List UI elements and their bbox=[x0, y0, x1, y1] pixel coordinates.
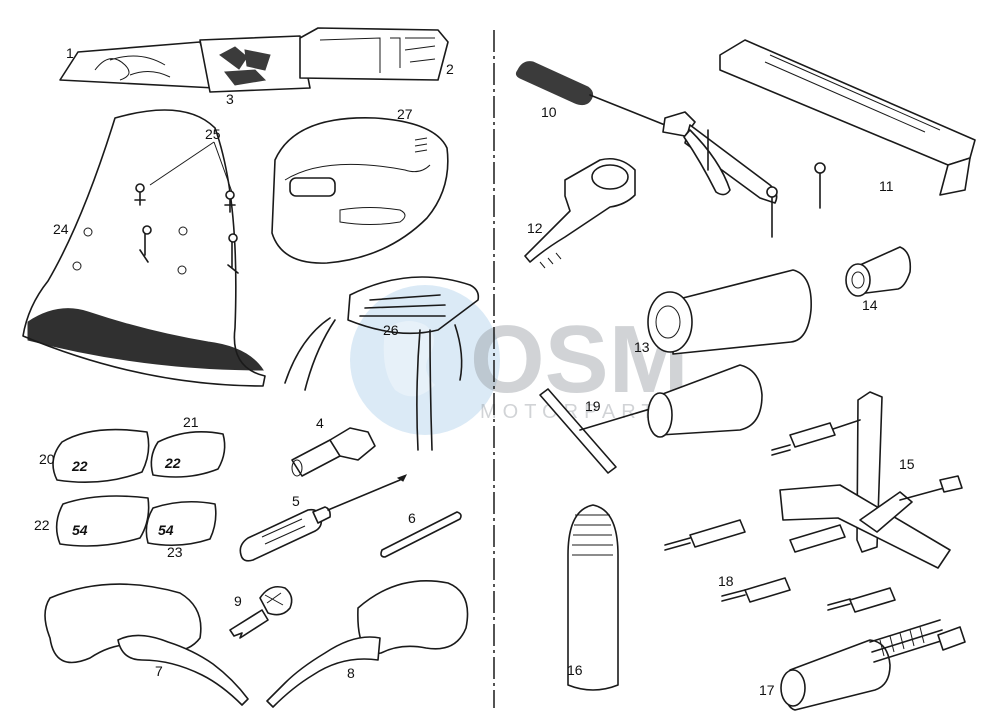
decal-21-number: 22 bbox=[164, 455, 181, 471]
callout-3: 3 bbox=[226, 91, 234, 107]
part-6-pin bbox=[380, 511, 462, 558]
callout-4: 4 bbox=[316, 415, 324, 431]
callout-1: 1 bbox=[66, 45, 74, 61]
decal-20-number: 22 bbox=[71, 458, 88, 474]
callout-11: 11 bbox=[879, 178, 894, 194]
part-22-decal: 54 bbox=[55, 495, 150, 547]
callout-20: 20 bbox=[39, 451, 55, 467]
callout-8: 8 bbox=[347, 665, 355, 681]
callout-13: 13 bbox=[634, 339, 650, 355]
part-9-key bbox=[229, 585, 293, 639]
part-12-bracket bbox=[524, 157, 636, 269]
callout-26: 26 bbox=[383, 322, 399, 338]
watermark-continents-icon bbox=[383, 321, 435, 397]
callout-15: 15 bbox=[899, 456, 915, 472]
part-25-fixing-screws bbox=[134, 141, 239, 274]
part-3-parts-bag bbox=[199, 35, 311, 93]
part-13-sleeve bbox=[647, 269, 812, 355]
callout-21: 21 bbox=[183, 414, 199, 430]
part-17-spring-tool bbox=[780, 619, 966, 711]
callout-labels: 1 2 3 4 5 6 7 8 9 10 11 12 13 14 15 16 1… bbox=[34, 45, 915, 698]
callout-24: 24 bbox=[53, 221, 69, 237]
callout-14: 14 bbox=[862, 297, 878, 313]
callout-2: 2 bbox=[446, 61, 454, 77]
callout-25: 25 bbox=[205, 126, 221, 142]
decal-23-number: 54 bbox=[158, 522, 174, 538]
callout-9: 9 bbox=[234, 593, 242, 609]
part-7-mirror-left bbox=[44, 583, 249, 706]
watermark-tagline: MOTORPARTS bbox=[480, 401, 679, 423]
callout-18: 18 bbox=[718, 573, 734, 589]
part-23-decal: 54 bbox=[145, 500, 217, 547]
part-16-bottle bbox=[567, 504, 619, 691]
callout-17: 17 bbox=[759, 682, 775, 698]
callout-12: 12 bbox=[527, 220, 543, 236]
part-15-puller-assembly bbox=[664, 391, 963, 613]
part-26-luggage-rack bbox=[284, 276, 480, 451]
part-21-decal: 22 bbox=[150, 430, 226, 478]
callout-22: 22 bbox=[34, 517, 50, 533]
part-11-flat-tool bbox=[719, 39, 976, 196]
part-1-manual bbox=[59, 41, 216, 89]
part-10-holding-tool bbox=[515, 61, 826, 238]
callout-27: 27 bbox=[397, 106, 413, 122]
callout-6: 6 bbox=[408, 510, 416, 526]
callout-5: 5 bbox=[292, 493, 300, 509]
part-4-socket bbox=[291, 427, 376, 477]
part-24-windscreen bbox=[22, 109, 266, 387]
part-20-decal: 22 bbox=[52, 428, 150, 484]
decal-22-number: 54 bbox=[72, 522, 88, 538]
part-8-mirror-right bbox=[266, 580, 469, 708]
callout-10: 10 bbox=[541, 104, 557, 120]
part-19-puller bbox=[539, 364, 763, 474]
part-2-tool-pouch bbox=[299, 27, 449, 81]
callout-23: 23 bbox=[167, 544, 183, 560]
callout-19: 19 bbox=[585, 398, 601, 414]
part-27-top-case bbox=[271, 117, 449, 264]
callout-16: 16 bbox=[567, 662, 583, 678]
part-14-cone bbox=[845, 246, 912, 297]
part-18-bolt bbox=[721, 577, 791, 603]
callout-7: 7 bbox=[155, 663, 163, 679]
watermark-globe-icon bbox=[350, 285, 500, 435]
part-5-screwdriver bbox=[239, 474, 408, 562]
